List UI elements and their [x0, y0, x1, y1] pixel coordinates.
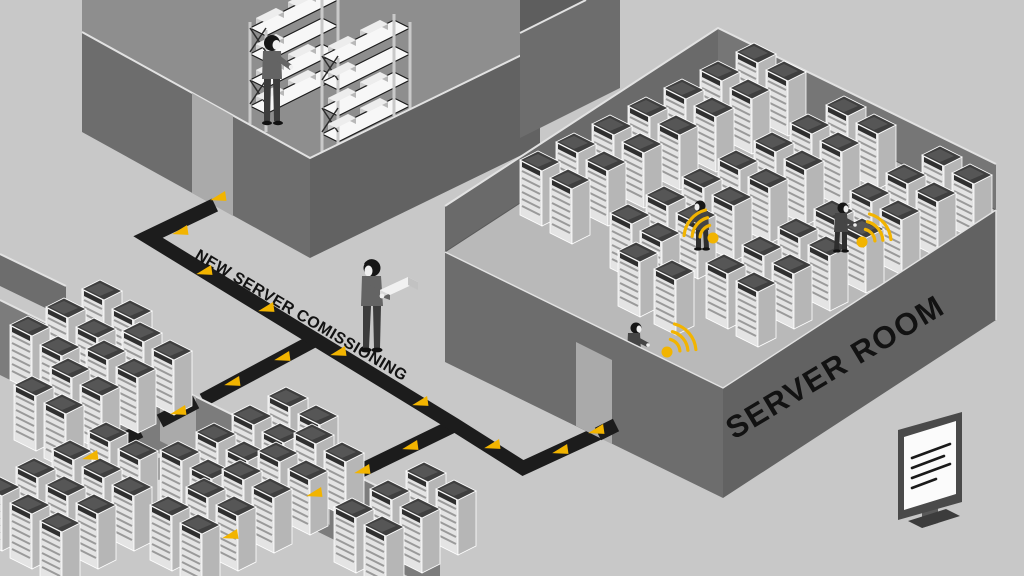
screen-text-line [910, 477, 938, 490]
server-rack [363, 515, 405, 576]
server-rack [151, 339, 193, 416]
server-room-door [576, 342, 612, 444]
server-room-roof-edge [444, 26, 997, 207]
server-rack [111, 475, 153, 552]
storage-wall-right [310, 46, 540, 258]
monitor-icon [898, 412, 962, 528]
server-rack [435, 479, 477, 556]
screen-text-line [910, 462, 952, 480]
conveyor-main-layer [133, 198, 604, 476]
monitor-base [908, 509, 960, 528]
left-edge-wall [0, 254, 66, 318]
conveyor-path-main [133, 198, 604, 476]
left-server-rooms [0, 253, 477, 576]
monitor-screen [904, 421, 956, 510]
server-rack [771, 253, 813, 330]
storage-wall-edge [81, 31, 541, 160]
server-rack [179, 513, 221, 576]
server-rack [617, 241, 659, 318]
left-edge-wall-edge [0, 253, 67, 287]
conveyor-path-segment [199, 333, 319, 407]
server-room-front-wall-right [723, 210, 996, 498]
server-rack [115, 357, 157, 434]
screen-text-line [910, 442, 952, 460]
screen-text-line [910, 454, 946, 470]
far-wall-edge [519, 0, 587, 34]
server-rack [399, 497, 441, 574]
storage-room [81, 0, 541, 258]
conveyor-path-segment [350, 418, 459, 481]
conveyor-under-layer [199, 333, 459, 481]
server-rack [251, 477, 293, 554]
server-rack [75, 493, 117, 570]
server-room: SERVER ROOM [444, 26, 997, 498]
far-wall-face [520, 0, 620, 138]
server-rack [39, 511, 81, 576]
server-rack [287, 459, 329, 536]
server-rack [735, 271, 777, 348]
storage-door [192, 93, 233, 216]
server-room-wall-top-edge [444, 209, 997, 389]
far-corridor-wall [519, 0, 620, 138]
server-rack [549, 168, 591, 245]
